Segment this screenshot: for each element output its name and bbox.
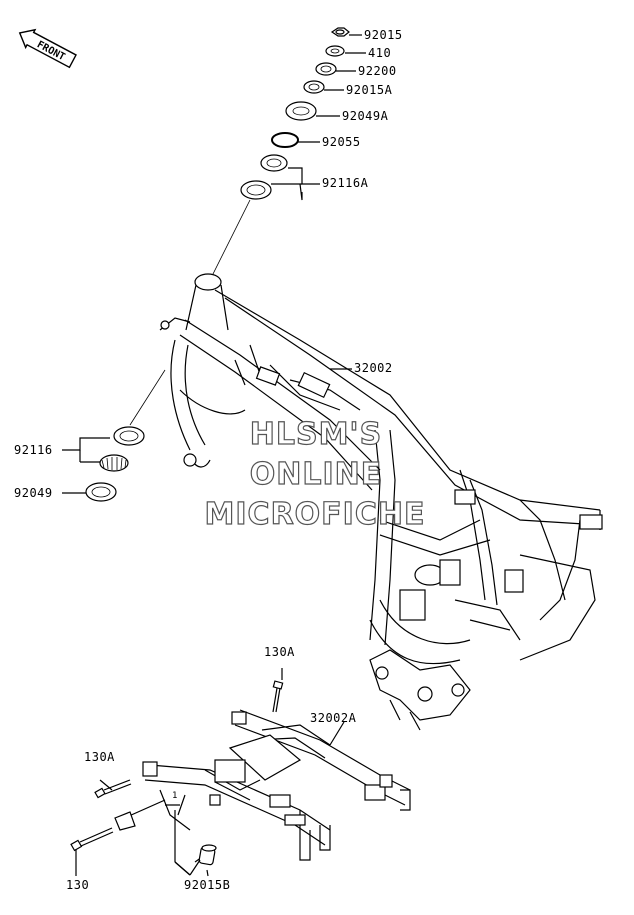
label-130A-left: 130A xyxy=(84,750,115,764)
sub-frame-32002A: 1 xyxy=(114,709,411,876)
seal-92049A xyxy=(285,101,317,121)
seal-92049-lower xyxy=(85,482,117,502)
bolt-130A-top xyxy=(272,668,284,713)
label-92049: 92049 xyxy=(14,486,53,500)
label-32002: 32002 xyxy=(354,361,393,375)
leader-lines xyxy=(62,34,366,494)
bearing-92116A-upper xyxy=(260,154,288,172)
steering-stem-parts xyxy=(209,27,350,281)
svg-text:1: 1 xyxy=(172,791,177,801)
label-92116A: 92116A xyxy=(322,176,369,190)
nut-92015A xyxy=(303,80,325,94)
label-92015A: 92015A xyxy=(346,83,393,97)
label-92055: 92055 xyxy=(322,135,361,149)
label-92015: 92015 xyxy=(364,28,403,42)
label-92015B: 92015B xyxy=(184,878,231,892)
lower-bearing-parts xyxy=(85,369,166,502)
watermark-line2: ONLINE xyxy=(249,456,383,492)
race-92116-lower xyxy=(113,426,145,446)
bolt-130A-left xyxy=(94,779,132,799)
label-130: 130 xyxy=(66,878,90,892)
bolt-130 xyxy=(70,827,114,876)
bearing-92116-lower xyxy=(99,454,129,472)
label-130A-top: 130A xyxy=(264,645,295,659)
label-410: 410 xyxy=(368,46,392,60)
oring-92055 xyxy=(271,132,299,148)
front-arrow-icon: FRONT xyxy=(18,28,77,69)
watermark-line1: HLSM'S xyxy=(249,416,383,452)
label-92049A: 92049A xyxy=(342,109,389,123)
label-92116: 92116 xyxy=(14,443,53,457)
watermark-line3: MICROFICHE xyxy=(204,496,426,532)
collar-92015B xyxy=(174,844,217,877)
bearing-92116A-race xyxy=(240,180,272,200)
washer-410 xyxy=(325,45,345,57)
main-frame-32002 xyxy=(159,273,603,731)
washer-92200 xyxy=(315,62,337,76)
label-32002A: 32002A xyxy=(310,711,357,725)
label-92200: 92200 xyxy=(358,64,397,78)
